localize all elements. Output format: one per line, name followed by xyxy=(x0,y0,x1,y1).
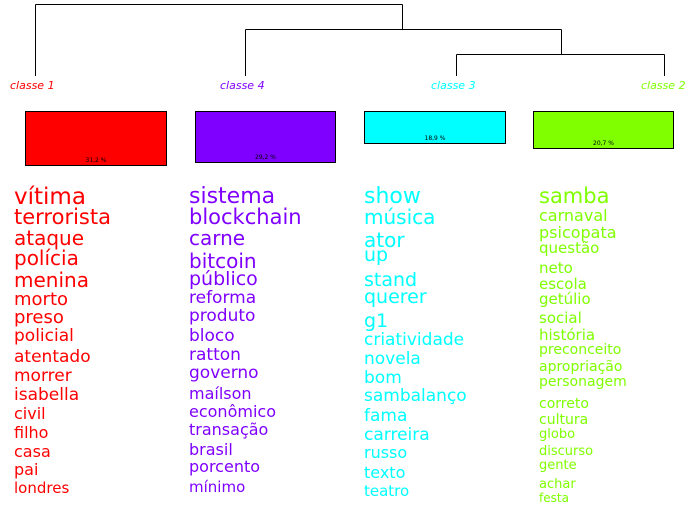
word-c2-7: social xyxy=(539,309,582,327)
word-c1-9: morrer xyxy=(14,366,72,386)
word-c3-1: música xyxy=(364,205,436,229)
word-c2-15: discurso xyxy=(539,444,594,459)
word-c1-6: preso xyxy=(14,307,64,328)
word-c3-6: g1 xyxy=(364,310,389,332)
word-c3-3: up xyxy=(364,244,389,266)
word-c1-7: policial xyxy=(14,326,74,346)
word-c2-3: questão xyxy=(539,239,600,257)
word-c2-6: getúlio xyxy=(539,290,591,308)
word-c2-1: carnaval xyxy=(539,206,608,225)
word-c1-1: terrorista xyxy=(14,205,111,229)
word-c4-13: brasil xyxy=(189,440,233,459)
word-c1-8: atentado xyxy=(14,347,91,367)
word-c3-13: russo xyxy=(364,443,408,462)
word-c2-9: preconceito xyxy=(539,342,622,358)
word-c1-11: civil xyxy=(14,404,46,423)
word-c3-9: bom xyxy=(364,368,402,388)
word-c4-0: sistema xyxy=(189,184,276,209)
word-c1-13: casa xyxy=(14,442,51,461)
word-c4-3: bitcoin xyxy=(189,249,257,273)
word-c1-10: isabella xyxy=(14,385,80,405)
word-c1-5: morto xyxy=(14,289,69,310)
word-c4-6: produto xyxy=(189,306,256,326)
class-4-label: classe 4 xyxy=(220,79,265,92)
word-c1-2: ataque xyxy=(14,226,85,250)
word-c1-4: menina xyxy=(14,268,89,292)
class-1-label: classe 1 xyxy=(10,79,55,92)
word-c4-14: porcento xyxy=(189,457,261,476)
class-1-box: 31,2 % xyxy=(25,111,167,166)
word-c4-12: transação xyxy=(189,420,269,439)
class-3-percent: 18,9 % xyxy=(424,135,446,142)
word-c3-2: ator xyxy=(364,228,405,252)
word-c1-12: filho xyxy=(14,423,49,442)
word-c2-12: correto xyxy=(539,396,589,412)
word-c3-5: querer xyxy=(364,286,427,308)
class-4-box: 29,2 % xyxy=(195,111,336,163)
word-c4-10: maílson xyxy=(189,384,252,403)
word-c2-5: escola xyxy=(539,275,587,293)
word-c4-8: ratton xyxy=(189,345,241,365)
word-c2-2: psicopata xyxy=(539,223,617,242)
word-c4-11: econômico xyxy=(189,402,276,421)
class-2-percent: 20,7 % xyxy=(593,140,614,147)
word-c3-14: texto xyxy=(364,463,406,482)
word-c2-0: samba xyxy=(539,184,610,208)
word-c3-7: criatividade xyxy=(364,330,465,350)
dendrogram xyxy=(35,4,665,76)
word-c2-10: apropriação xyxy=(539,359,623,375)
word-c3-0: show xyxy=(364,184,421,209)
word-c4-15: mínimo xyxy=(189,478,246,496)
word-c2-14: globo xyxy=(539,427,576,442)
word-c1-0: vítima xyxy=(14,184,86,210)
word-c4-5: reforma xyxy=(189,288,257,308)
word-c3-12: carreira xyxy=(364,425,430,445)
word-c3-4: stand xyxy=(364,269,418,291)
word-c2-8: história xyxy=(539,326,596,344)
word-c2-18: festa xyxy=(539,491,569,505)
word-c2-11: personagem xyxy=(539,374,627,390)
word-c4-9: governo xyxy=(189,363,259,383)
class-3-label: classe 3 xyxy=(431,79,476,92)
word-c2-4: neto xyxy=(539,259,573,277)
word-c1-14: pai xyxy=(14,460,39,479)
word-c3-15: teatro xyxy=(364,482,410,500)
word-c3-10: sambalanço xyxy=(364,386,467,406)
class-2-box: 20,7 % xyxy=(533,111,674,149)
word-c1-15: londres xyxy=(14,479,70,497)
word-c4-2: carne xyxy=(189,226,246,250)
word-c1-3: polícia xyxy=(14,246,79,270)
class-1-percent: 31,2 % xyxy=(85,157,107,164)
word-c4-7: bloco xyxy=(189,326,235,346)
class-3-box: 18,9 % xyxy=(364,111,506,144)
word-c2-16: gente xyxy=(539,458,577,473)
word-c2-17: achar xyxy=(539,477,576,492)
class-4-percent: 29,2 % xyxy=(255,154,276,161)
word-c3-8: novela xyxy=(364,349,421,369)
word-c4-1: blockchain xyxy=(189,205,302,229)
class-2-label: classe 2 xyxy=(641,79,686,92)
word-c4-4: público xyxy=(189,268,258,290)
word-c3-11: fama xyxy=(364,406,408,426)
word-c2-13: cultura xyxy=(539,412,589,428)
